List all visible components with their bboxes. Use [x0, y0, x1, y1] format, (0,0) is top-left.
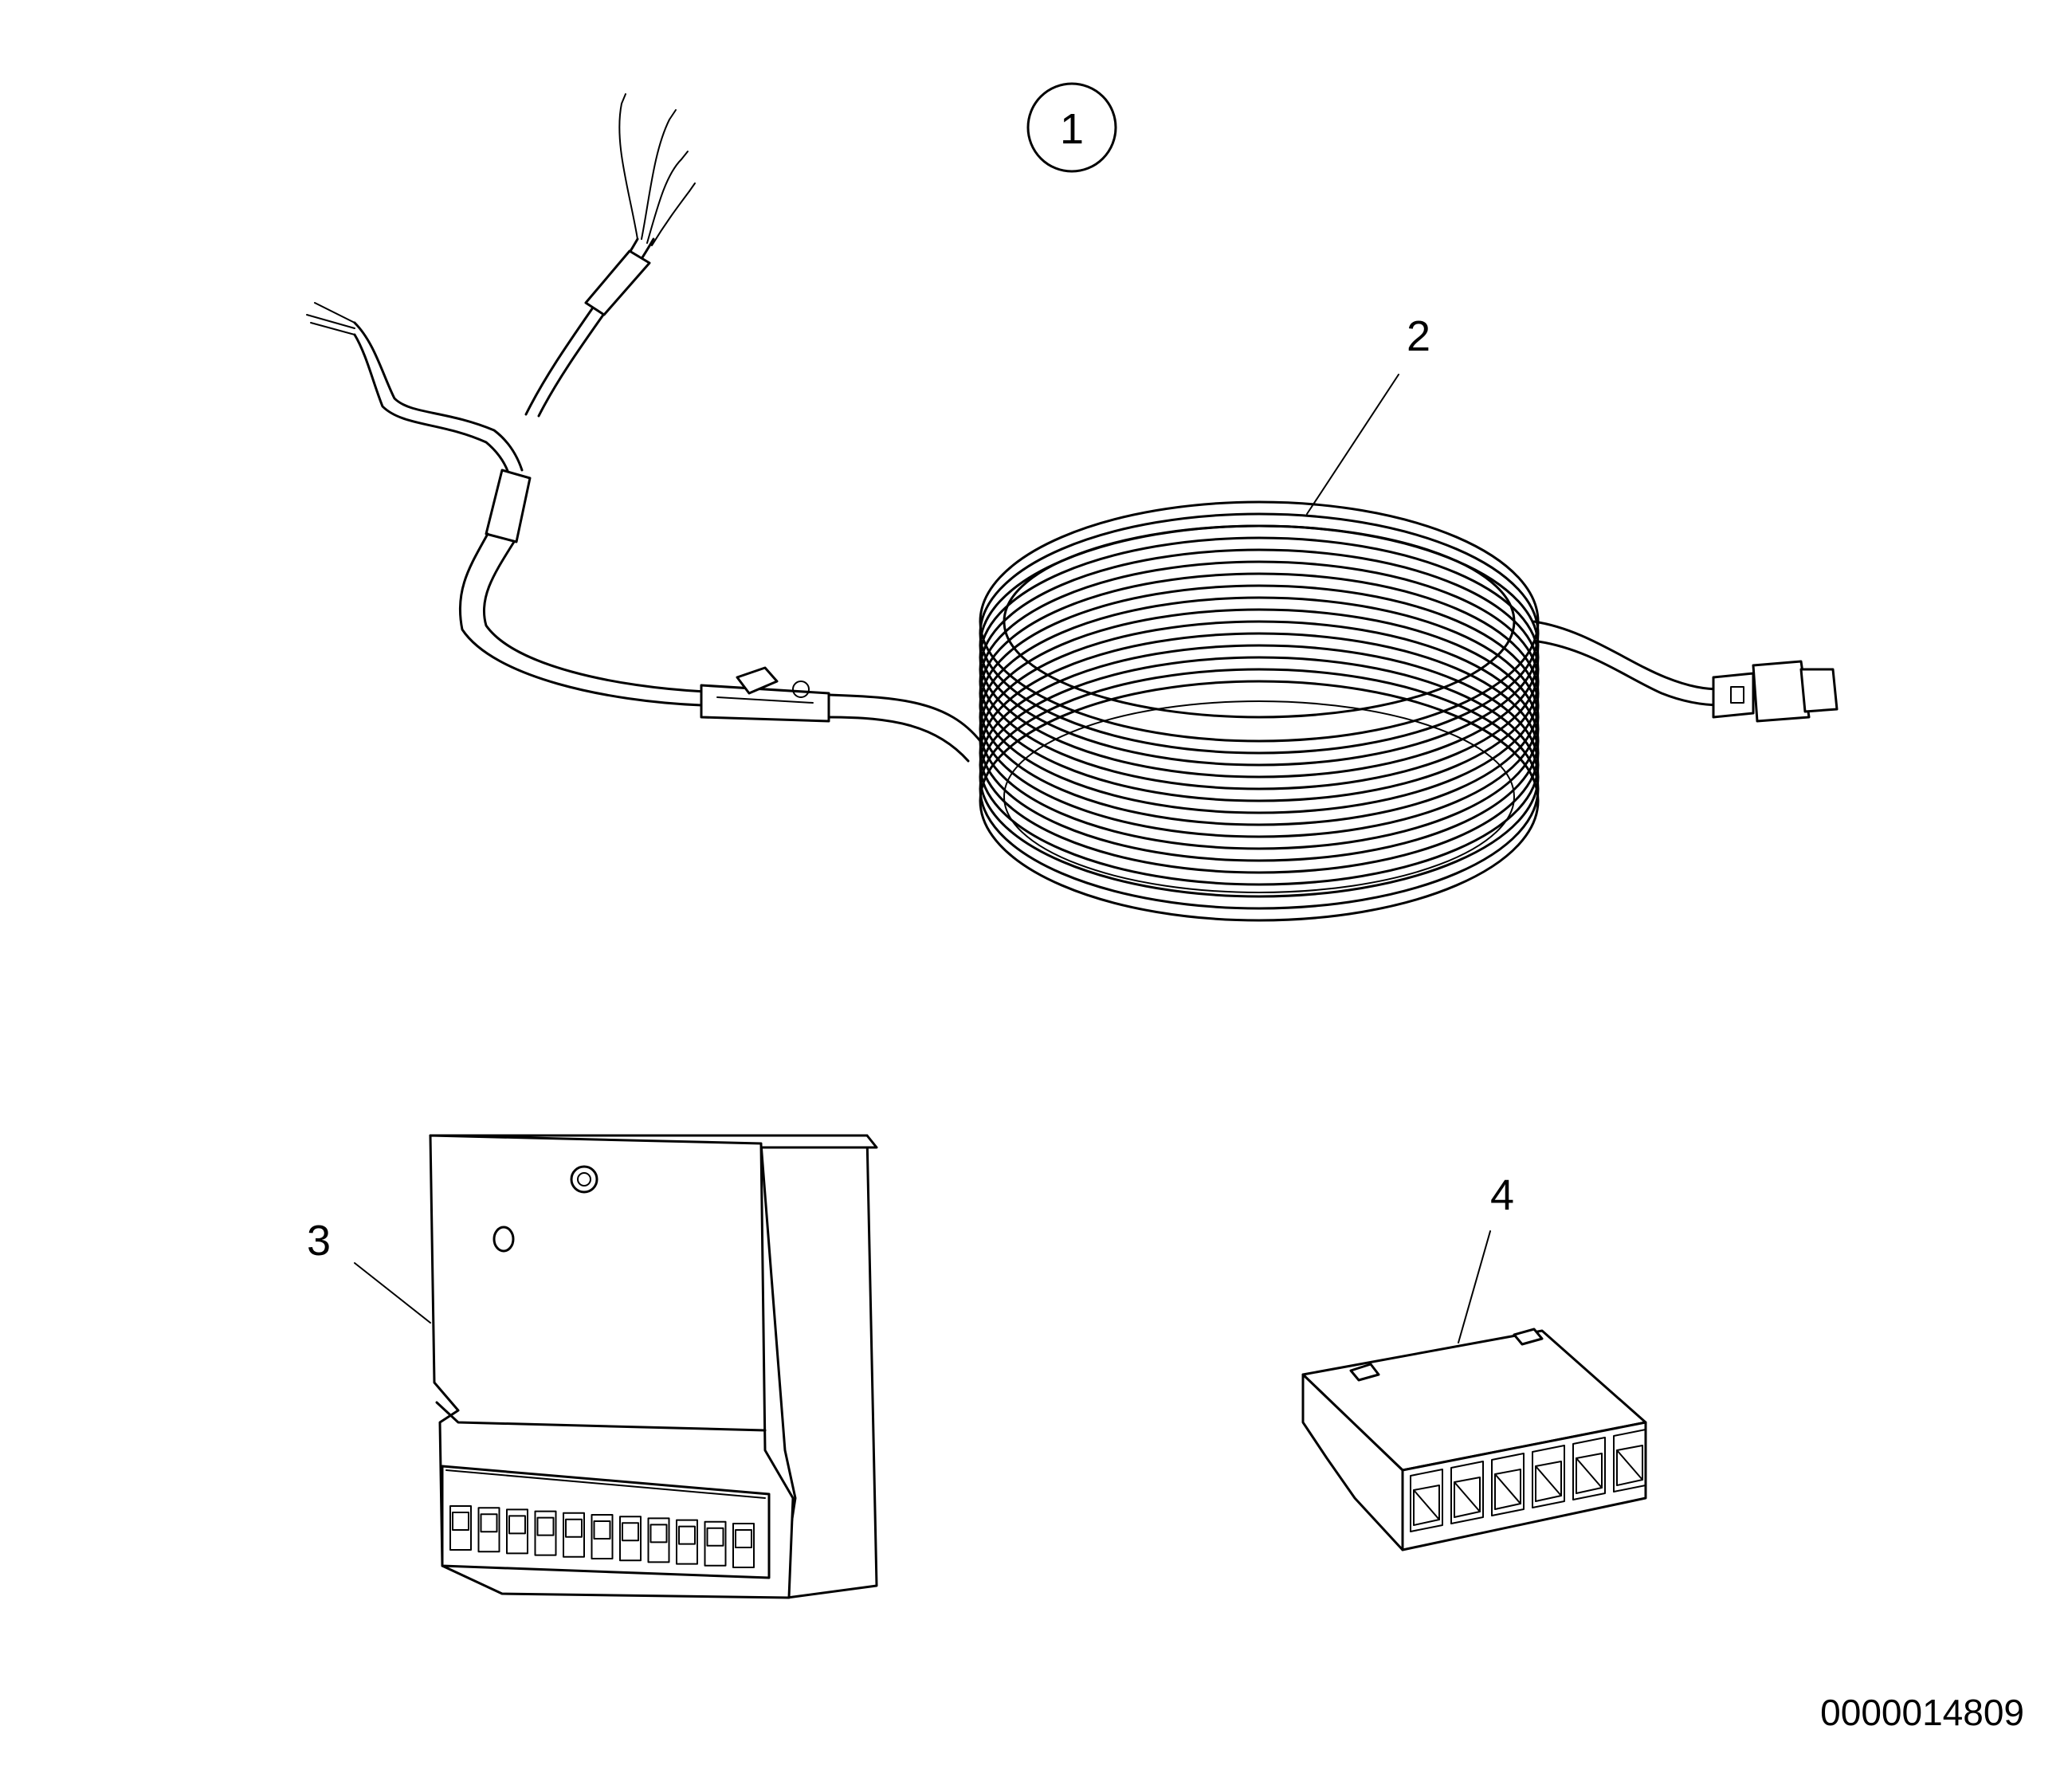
terminal-slot [704, 1520, 727, 1567]
left-wire-1 [314, 302, 355, 324]
callout-plug-number: 4 [1490, 1171, 1514, 1219]
fuse-cap [736, 666, 779, 695]
callout-assembly: 1 [1026, 82, 1117, 173]
end-connector [1712, 660, 1839, 723]
coil-inner-bottom [1003, 700, 1515, 893]
screw-head [577, 1172, 591, 1187]
leader-line-module [354, 1262, 431, 1324]
terminal-slot [563, 1512, 585, 1558]
cable-harness [306, 93, 1839, 922]
mounting-screw [570, 1165, 598, 1194]
plug-slot [1613, 1429, 1646, 1492]
fuse-body [700, 684, 830, 723]
terminal-slot [449, 1505, 472, 1551]
leader-line-cable [1306, 374, 1399, 515]
plug-latch-right [1513, 1328, 1544, 1346]
coil-loop-9 [979, 596, 1540, 838]
module-body-step [435, 1401, 767, 1432]
wire-tail-2 [641, 119, 670, 240]
terminal-slot [647, 1517, 670, 1563]
cable-left-branch-b [353, 333, 512, 480]
terminal-slot [477, 1507, 500, 1553]
terminal-slot [619, 1516, 642, 1562]
wire-end-2 [669, 109, 677, 120]
wire-tail-4 [651, 190, 690, 246]
tail-a [1532, 620, 1723, 691]
terminal-slot [506, 1508, 528, 1555]
wire-tail-1 [618, 103, 638, 240]
coil-loop-13 [979, 644, 1540, 886]
callout-circle [1026, 82, 1117, 173]
terminal-plug [1301, 1230, 1647, 1551]
tail-b [1536, 640, 1723, 707]
trunk-a [458, 532, 703, 707]
terminal-slot [676, 1519, 698, 1565]
inline-fuse-holder [700, 666, 830, 723]
connector-tip [1799, 668, 1839, 713]
trunk-b [482, 540, 707, 693]
left-wire-2 [306, 314, 355, 329]
callout-module-number: 3 [307, 1217, 331, 1265]
plug-slot [1572, 1437, 1606, 1500]
feed-b [827, 716, 970, 763]
leader-line-plug [1458, 1230, 1491, 1343]
upper-sleeve [584, 249, 651, 316]
plug-slots [1410, 1429, 1646, 1532]
coil-inner-top [1003, 524, 1516, 719]
terminal-slot [534, 1510, 557, 1556]
callout-cable-number: 2 [1407, 312, 1430, 360]
left-wire-3 [310, 322, 355, 335]
status-led [492, 1226, 515, 1253]
coil-loop-6 [979, 560, 1540, 802]
terminal-top-line [445, 1469, 766, 1499]
feed-a [827, 693, 982, 743]
fuse-seam [716, 696, 814, 704]
plug-slot [1410, 1469, 1443, 1532]
connector-latch [1730, 686, 1744, 704]
coil-loop-2 [979, 512, 1540, 755]
joint-sleeve [485, 469, 532, 543]
connector-body [1752, 660, 1811, 723]
fuse-ring [792, 681, 810, 698]
control-module [354, 1134, 878, 1599]
document-number: 0000014809 [1820, 1692, 2024, 1733]
terminal-slot [732, 1523, 755, 1568]
coil-loop-8 [979, 584, 1540, 826]
coil-loop-4 [979, 536, 1540, 779]
plug-slot [1491, 1453, 1525, 1516]
cable-left-branch-a [353, 321, 524, 472]
plug-slot [1450, 1461, 1484, 1524]
coil-loop-7 [979, 572, 1540, 814]
plug-slot [1532, 1445, 1565, 1508]
wire-end-4 [689, 182, 696, 192]
plug-latch-left [1349, 1363, 1380, 1382]
coil-loop-16 [979, 680, 1540, 922]
wire-end-3 [681, 151, 689, 160]
coil-loop-10 [979, 608, 1540, 850]
connector-collar [1712, 672, 1755, 719]
coil-loop-14 [979, 656, 1540, 898]
wire-end-1 [621, 93, 626, 104]
cable-coil [979, 500, 1540, 922]
coil-loop-11 [979, 620, 1540, 862]
callout-assembly-number: 1 [1060, 105, 1084, 153]
terminal-slot [591, 1514, 614, 1559]
coil-loop-12 [979, 632, 1540, 874]
wire-tail-3 [646, 159, 682, 244]
coil-loop-5 [979, 548, 1540, 790]
terminal-slots [449, 1505, 755, 1568]
coil-loop-15 [979, 668, 1540, 910]
